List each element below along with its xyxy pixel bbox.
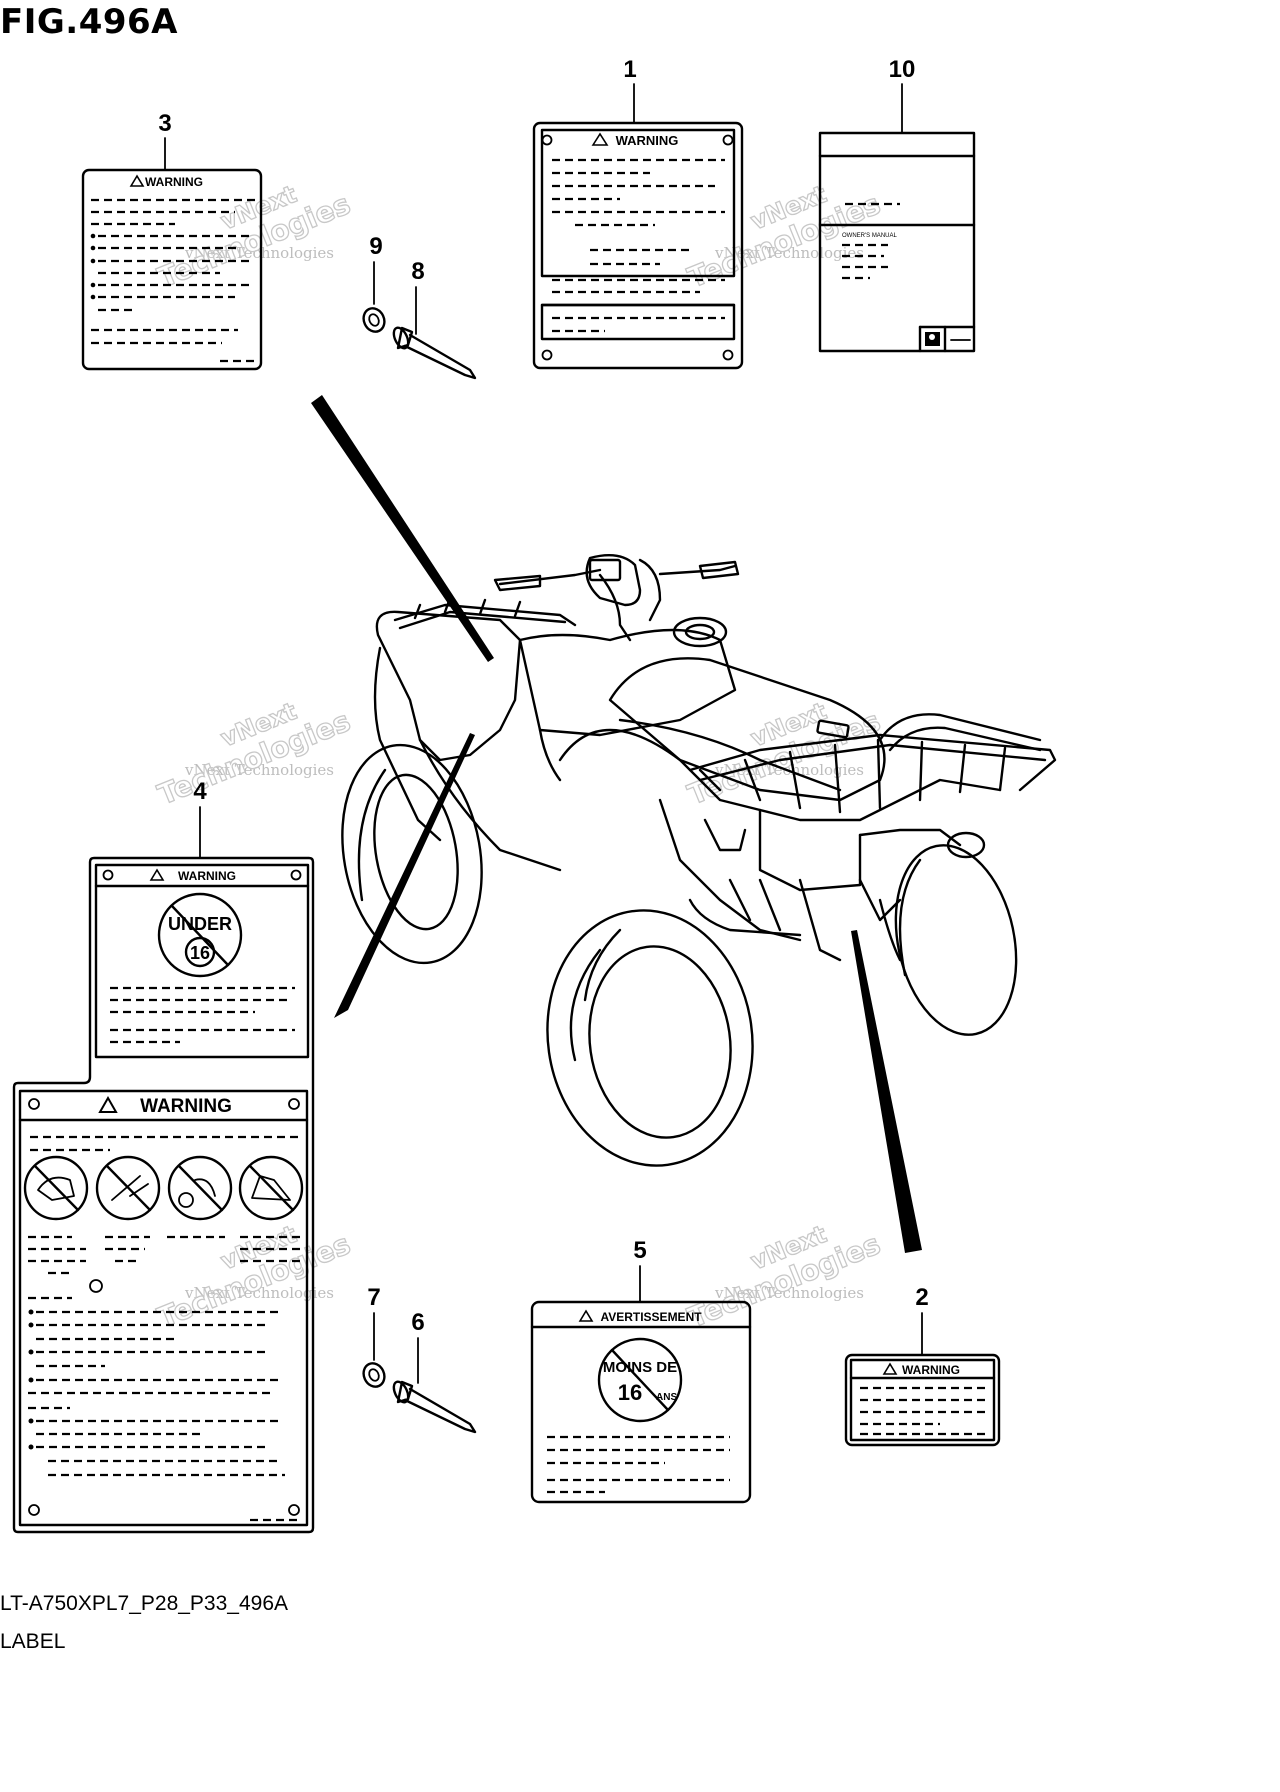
svg-text:WARNING: WARNING — [145, 175, 203, 189]
watermark: vNext Technologies vNext Technologies vN… — [153, 179, 886, 1335]
callout-7: 7 — [367, 1284, 380, 1311]
svg-text:MOINS DE: MOINS DE — [603, 1359, 677, 1376]
callout-6: 6 — [411, 1309, 424, 1336]
svg-text:WARNING: WARNING — [616, 133, 679, 148]
rivet-part-8 — [392, 326, 477, 380]
group-name: LABEL — [0, 1630, 66, 1653]
svg-text:vNext Technologies: vNext Technologies — [184, 761, 334, 779]
callout-8: 8 — [411, 258, 424, 285]
label-part-4: WARNING UNDER 16 WARNING — [12, 856, 315, 1534]
callout-1: 1 — [623, 56, 636, 83]
callout-10: 10 — [889, 56, 916, 83]
owners-manual-part-10: OWNER'S MANUAL — [818, 131, 976, 353]
label-part-2: WARNING — [844, 1353, 1001, 1447]
svg-text:WARNING: WARNING — [140, 1096, 232, 1117]
svg-text:vNext Technologies: vNext Technologies — [714, 244, 864, 262]
pictogram-row — [23, 1155, 304, 1221]
svg-text:16: 16 — [190, 943, 210, 963]
svg-text:UNDER: UNDER — [168, 914, 232, 934]
model-code: LT-A750XPL7_P28_P33_496A — [0, 1592, 289, 1615]
callout-2: 2 — [915, 1284, 928, 1311]
svg-text:vNext Technologies: vNext Technologies — [714, 1284, 864, 1302]
washer-part-7 — [362, 1362, 386, 1388]
svg-text:AVERTISSEMENT: AVERTISSEMENT — [600, 1310, 702, 1324]
svg-text:16: 16 — [618, 1380, 642, 1405]
svg-text:ANS: ANS — [656, 1392, 677, 1403]
callout-9: 9 — [369, 233, 382, 260]
washer-part-9 — [362, 307, 386, 333]
pointer-arrows — [311, 395, 922, 1253]
svg-text:WARNING: WARNING — [178, 869, 236, 883]
svg-text:vNext Technologies: vNext Technologies — [184, 1284, 334, 1302]
label-part-1: WARNING — [532, 121, 744, 370]
callout-5: 5 — [633, 1237, 646, 1264]
label-part-5: AVERTISSEMENT MOINS DE 16 ANS — [530, 1300, 752, 1504]
callout-3: 3 — [158, 110, 171, 137]
callout-4: 4 — [193, 778, 207, 805]
rivet-part-6 — [392, 1380, 477, 1434]
svg-text:WARNING: WARNING — [902, 1363, 960, 1377]
figure-title: FIG.496A — [0, 2, 178, 42]
svg-text:OWNER'S MANUAL: OWNER'S MANUAL — [842, 233, 897, 239]
label-part-3: WARNING — [81, 168, 263, 371]
atv-illustration — [341, 554, 1057, 1167]
callouts: 1 10 3 9 8 4 5 2 7 6 — [158, 56, 929, 1384]
